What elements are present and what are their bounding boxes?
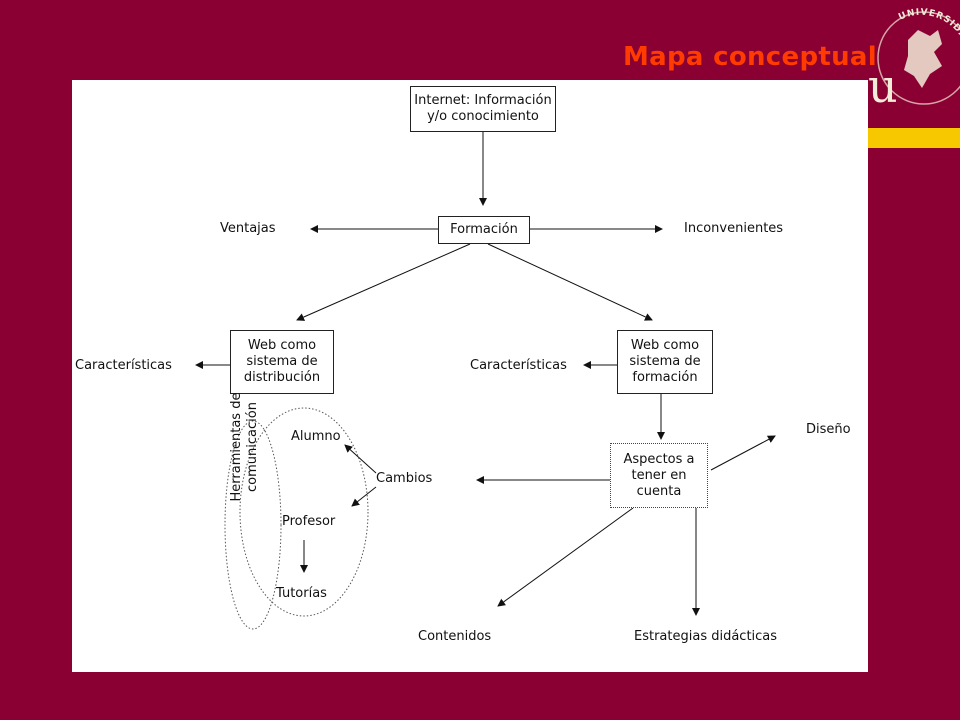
label-alumno: Alumno bbox=[291, 429, 341, 444]
arrow-formacion-web-formacion bbox=[487, 243, 653, 321]
label-herramientas-line2: comunicación bbox=[245, 402, 260, 492]
node-web-distribucion: Web como sistema de distribución bbox=[230, 330, 334, 394]
label-herramientas-line1: Herramientas de bbox=[229, 392, 244, 502]
label-contenidos: Contenidos bbox=[418, 629, 492, 644]
svg-text:u: u bbox=[868, 59, 898, 113]
label-estrategias: Estrategias didácticas bbox=[634, 629, 778, 644]
slide-title: Mapa conceptual bbox=[623, 42, 877, 72]
label-caracteristicas-left: Características bbox=[75, 358, 172, 373]
label-cambios: Cambios bbox=[376, 471, 433, 486]
arrow-aspectos-contenidos bbox=[497, 507, 634, 607]
node-formacion: Formación bbox=[438, 216, 530, 244]
label-profesor: Profesor bbox=[282, 514, 336, 529]
arrow-cambios-profesor bbox=[351, 486, 377, 507]
label-tutorias: Tutorías bbox=[276, 586, 327, 601]
node-aspectos: Aspectos a tener en cuenta bbox=[610, 443, 708, 508]
label-inconvenientes: Inconvenientes bbox=[684, 221, 784, 236]
connector-layer bbox=[195, 132, 776, 630]
label-diseno: Diseño bbox=[806, 422, 851, 437]
arrow-cambios-alumno bbox=[344, 444, 377, 474]
diagram-canvas: Internet: Información y/o conocimiento F… bbox=[72, 80, 868, 672]
arrow-formacion-web-distribucion bbox=[296, 243, 471, 321]
comunicacion-group-ellipse bbox=[239, 407, 369, 617]
label-herramientas: Herramientas de comunicación bbox=[229, 382, 263, 512]
label-caracteristicas-right: Características bbox=[470, 358, 567, 373]
label-ventajas: Ventajas bbox=[220, 221, 276, 236]
node-internet: Internet: Información y/o conocimiento bbox=[410, 86, 556, 132]
arrow-aspectos-diseno bbox=[710, 435, 776, 471]
herramientas-ellipse bbox=[224, 420, 282, 630]
node-web-formacion: Web como sistema de formación bbox=[617, 330, 713, 394]
